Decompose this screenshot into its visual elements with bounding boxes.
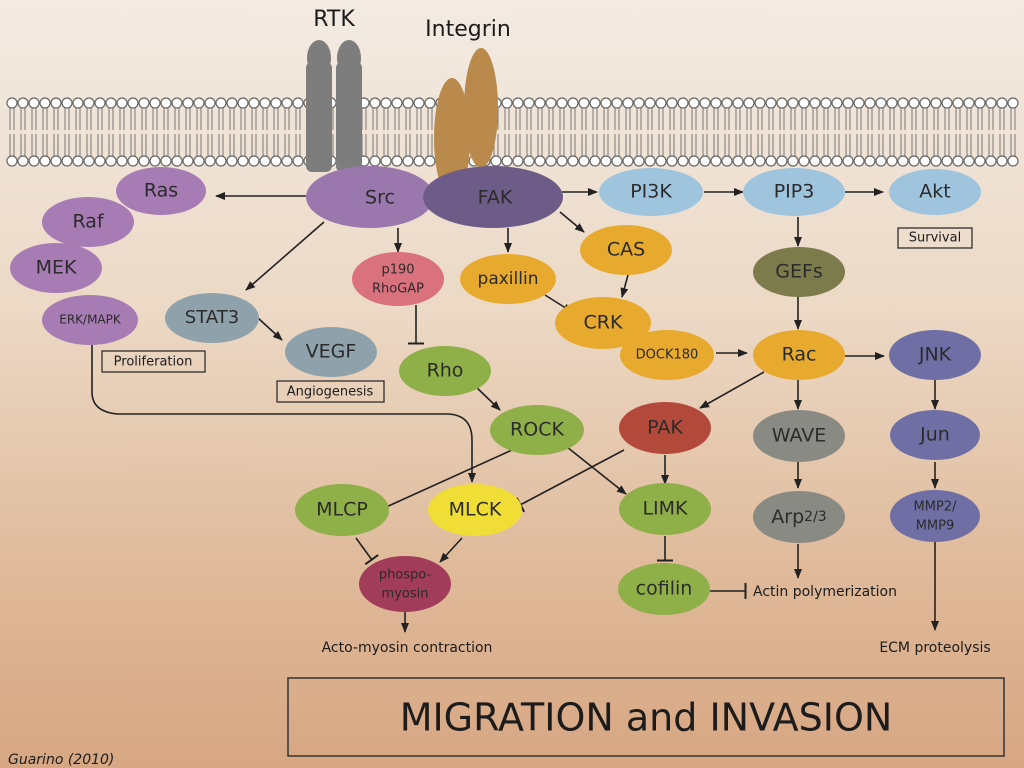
label-actomyosin-contraction: Acto-myosin contraction bbox=[322, 640, 493, 656]
rtk-label: RTK bbox=[313, 7, 355, 32]
activation-arrows bbox=[91, 188, 939, 633]
svg-text:Jun: Jun bbox=[919, 424, 950, 446]
node-pip3: PIP3 bbox=[743, 168, 845, 216]
label-actin-polymerization: Actin polymerization bbox=[753, 584, 897, 600]
svg-text:VEGF: VEGF bbox=[306, 341, 357, 363]
svg-text:PAK: PAK bbox=[647, 417, 683, 439]
svg-text:MMP9: MMP9 bbox=[916, 519, 955, 534]
node-ras: Ras bbox=[116, 167, 206, 215]
svg-text:Angiogenesis: Angiogenesis bbox=[287, 385, 374, 400]
svg-text:paxillin: paxillin bbox=[478, 269, 539, 289]
citation: Guarino (2010) bbox=[8, 752, 114, 768]
node-fak: FAK bbox=[423, 166, 563, 228]
svg-text:ERK/MAPK: ERK/MAPK bbox=[59, 313, 122, 327]
node-jnk: JNK bbox=[889, 330, 981, 380]
box-proliferation: Proliferation bbox=[101, 350, 206, 373]
box-survival: Survival bbox=[897, 227, 973, 249]
box-angiogenesis: Angiogenesis bbox=[276, 380, 385, 403]
node-dock180: DOCK180 bbox=[620, 330, 714, 380]
node-rho: Rho bbox=[399, 346, 491, 396]
svg-text:Rho: Rho bbox=[427, 360, 464, 382]
node-crk: CRK bbox=[555, 297, 651, 349]
svg-text:MEK: MEK bbox=[36, 257, 77, 279]
svg-text:RhoGAP: RhoGAP bbox=[372, 282, 424, 297]
svg-text:CRK: CRK bbox=[584, 312, 623, 334]
svg-text:Survival: Survival bbox=[909, 231, 961, 246]
cell-membrane bbox=[6, 97, 1019, 167]
svg-text:Raf: Raf bbox=[72, 211, 104, 233]
node-vegf: VEGF bbox=[285, 327, 377, 377]
main-title: MIGRATION and INVASION bbox=[400, 696, 893, 740]
svg-text:Akt: Akt bbox=[919, 181, 950, 203]
svg-text:myosin: myosin bbox=[382, 587, 429, 602]
svg-text:Rac: Rac bbox=[782, 344, 817, 366]
svg-text:GEFs: GEFs bbox=[775, 261, 823, 283]
svg-text:JNK: JNK bbox=[918, 344, 952, 366]
integrin-receptor bbox=[434, 48, 498, 198]
node-pi3k: PI3K bbox=[599, 168, 703, 216]
svg-text:ROCK: ROCK bbox=[510, 419, 564, 441]
node-mmp2-mmp9: MMP2/ MMP9 bbox=[890, 490, 980, 542]
svg-text:MMP2/: MMP2/ bbox=[914, 500, 958, 515]
node-src: Src bbox=[306, 166, 434, 228]
node-arp23: Arp2/3 bbox=[753, 491, 845, 543]
node-pak: PAK bbox=[619, 402, 711, 454]
node-mlck: MLCK bbox=[428, 484, 522, 536]
svg-text:LIMK: LIMK bbox=[642, 498, 688, 520]
svg-text:CAS: CAS bbox=[607, 239, 645, 261]
svg-text:Ras: Ras bbox=[144, 180, 178, 202]
node-raf: Raf bbox=[42, 197, 134, 247]
node-wave: WAVE bbox=[753, 410, 845, 462]
node-phospho-myosin: phospo- myosin bbox=[359, 556, 451, 612]
inhibition-arrows bbox=[355, 305, 747, 599]
rtk-receptor bbox=[306, 40, 362, 172]
svg-text:Src: Src bbox=[365, 187, 395, 209]
title-box: MIGRATION and INVASION bbox=[287, 677, 1005, 757]
node-gefs: GEFs bbox=[753, 247, 845, 297]
svg-text:DOCK180: DOCK180 bbox=[636, 348, 699, 363]
node-paxillin: paxillin bbox=[460, 254, 556, 304]
node-mek: MEK bbox=[10, 243, 102, 293]
svg-text:phospo-: phospo- bbox=[379, 568, 432, 583]
node-stat3: STAT3 bbox=[165, 293, 259, 343]
svg-text:Proliferation: Proliferation bbox=[114, 355, 193, 370]
label-ecm-proteolysis: ECM proteolysis bbox=[879, 640, 990, 656]
node-mlcp: MLCP bbox=[295, 484, 389, 536]
svg-text:WAVE: WAVE bbox=[772, 425, 827, 447]
svg-text:p190: p190 bbox=[381, 263, 414, 278]
svg-text:STAT3: STAT3 bbox=[185, 307, 239, 328]
node-jun: Jun bbox=[890, 410, 980, 460]
svg-text:PI3K: PI3K bbox=[630, 181, 672, 203]
node-erk-mapk: ERK/MAPK bbox=[42, 295, 138, 345]
node-cas: CAS bbox=[580, 225, 672, 275]
integrin-label: Integrin bbox=[425, 17, 511, 42]
svg-text:MLCK: MLCK bbox=[449, 499, 502, 521]
node-rac: Rac bbox=[753, 330, 845, 380]
svg-text:cofilin: cofilin bbox=[636, 578, 693, 600]
node-akt: Akt bbox=[889, 169, 981, 215]
svg-text:MLCP: MLCP bbox=[316, 499, 368, 521]
svg-text:Arp2/3: Arp2/3 bbox=[771, 506, 826, 528]
node-limk: LIMK bbox=[619, 483, 711, 535]
node-rock: ROCK bbox=[490, 405, 584, 455]
node-p190-rhogap: p190 RhoGAP bbox=[352, 252, 444, 306]
svg-text:PIP3: PIP3 bbox=[774, 181, 815, 203]
node-cofilin: cofilin bbox=[618, 563, 710, 615]
svg-text:FAK: FAK bbox=[478, 187, 513, 209]
